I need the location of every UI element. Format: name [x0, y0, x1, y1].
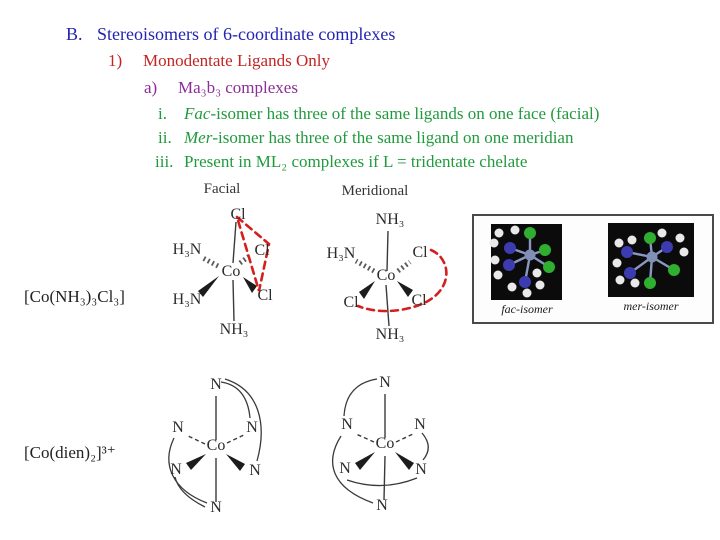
- bond-axial-bottom: [232, 279, 235, 322]
- wedge-bond-lower-right: [397, 281, 413, 297]
- atom-label-n-top: N: [210, 376, 222, 393]
- atom-label-n-lower-right: N: [415, 461, 427, 478]
- mer-isomer-model-image: [608, 223, 694, 297]
- atom-label-cl-lower-right: Cl: [411, 292, 427, 309]
- dashed-bond-upper-right: [226, 433, 247, 444]
- red-dashed-meridian-curve: [356, 248, 448, 313]
- atom-label-nh3-bottom: NH₃: [376, 326, 405, 343]
- wedge-bond-lower-left: [198, 276, 219, 297]
- atom-label-n-bottom: N: [376, 497, 388, 514]
- chelate-arc-right: [421, 432, 429, 461]
- list-marker: iii.: [155, 152, 174, 171]
- outline-text-rest: Present in ML₂ complexes if L = tridenta…: [184, 152, 528, 171]
- chelate-arc-top-to-left: [343, 378, 378, 417]
- outline-text: Mer-isomer has three of the same ligand …: [184, 128, 573, 148]
- mer-dien-structure-diagram: N N N Co N N N: [332, 374, 429, 514]
- outline-line-a: a) Ma₃b₃ complexes: [144, 78, 298, 98]
- hash-bond-upper-left: [199, 254, 220, 269]
- bond-axial-top: [386, 230, 389, 272]
- atom-label-n-upper-right: N: [246, 419, 258, 436]
- chelate-arc-left-short: [174, 476, 206, 508]
- outline-text: Monodentate Ligands Only: [143, 51, 330, 70]
- atom-label-nh3-upper-left: H₃N: [173, 241, 202, 258]
- wedge-bond-lower-right: [226, 454, 245, 471]
- fac-dien-structure-diagram: N N N Co N N N: [168, 376, 262, 516]
- dashed-bond-upper-right: [395, 433, 414, 443]
- diagram-title: Facial: [204, 181, 241, 197]
- italic-term: Fac: [184, 104, 211, 123]
- bond-axial-bottom: [385, 284, 390, 327]
- atom-label-n-top: N: [379, 374, 391, 391]
- atom-label-nh3-top: NH₃: [376, 211, 405, 228]
- atom-label-cl-right: Cl: [254, 242, 270, 259]
- chelate-arc-left-long: [168, 437, 208, 504]
- diagram-title: Meridional: [342, 183, 409, 199]
- italic-term: Mer: [184, 128, 213, 147]
- outline-text: Stereoisomers of 6-coordinate complexes: [97, 24, 396, 44]
- bond-axial-bottom: [383, 455, 386, 501]
- list-marker: i.: [158, 104, 167, 123]
- outline-text: Fac-isomer has three of the same ligands…: [184, 104, 599, 124]
- atom-label-nh3-bottom: NH₃: [220, 321, 249, 338]
- atom-label-n-lower-left: N: [170, 461, 182, 478]
- list-marker: 1): [108, 51, 123, 70]
- atom-label-n-lower-right: N: [249, 462, 261, 479]
- outline-line-i: i. Fac-isomer has three of the same liga…: [158, 104, 599, 124]
- wedge-bond-lower-right: [395, 452, 414, 470]
- wedge-bond-lower-left: [359, 281, 375, 299]
- facial-structure-diagram: Facial Cl H₃N Cl Co H₃N Cl NH₃: [173, 181, 273, 338]
- chelate-arc-left-long: [332, 435, 374, 504]
- fac-isomer-model-image: [489, 224, 562, 300]
- atom-label-n-upper-right: N: [414, 416, 426, 433]
- list-marker: a): [144, 78, 158, 97]
- formula-co-dien: [Co(dien)₂]³⁺: [24, 443, 116, 462]
- formula-co-ammine-chloride: [Co(NH₃)₃Cl₃]: [24, 287, 125, 306]
- red-dashed-face-triangle: [234, 213, 271, 292]
- outline-text: Ma₃b₃ complexes: [178, 78, 298, 97]
- atom-label-nh3-lower-left: H₃N: [173, 291, 202, 308]
- atom-label-n-upper-left: N: [341, 416, 353, 433]
- wedge-bond-lower-left: [186, 454, 206, 470]
- wedge-bond-lower-right: [243, 277, 257, 293]
- outline-line-1: 1) Monodentate Ligands Only: [108, 51, 330, 71]
- atom-label-cobalt: Co: [222, 263, 241, 280]
- atom-label-cl-upper-right: Cl: [412, 244, 428, 261]
- isomer-photo-panel: fac-isomer mer-isomer: [472, 214, 714, 324]
- hash-bond-upper-left: [354, 258, 376, 274]
- chelate-arc-right-long: [224, 378, 262, 462]
- atom-label-cl-lower-left: Cl: [343, 294, 359, 311]
- atom-label-cobalt: Co: [207, 437, 226, 454]
- atom-label-cl-top: Cl: [230, 206, 246, 223]
- hash-bond-upper-right: [396, 260, 412, 273]
- outline-line-iii: iii. Present in ML₂ complexes if L = tri…: [155, 152, 527, 172]
- dashed-bond-upper-left: [355, 433, 375, 443]
- mer-isomer-model-drawing: [612, 228, 689, 289]
- outline-line-ii: ii. Mer-isomer has three of the same lig…: [158, 128, 573, 148]
- atom-label-nh3-upper-left: H₃N: [327, 245, 356, 262]
- atom-label-cl-lower-right: Cl: [257, 287, 273, 304]
- outline-line-b: B. Stereoisomers of 6-coordinate complex…: [66, 24, 395, 45]
- dashed-bond-upper-left: [185, 434, 206, 445]
- atom-label-n-upper-left: N: [172, 419, 184, 436]
- outline-text-rest: -isomer has three of the same ligand on …: [212, 128, 574, 147]
- outline-text: Present in ML₂ complexes if L = tridenta…: [184, 152, 527, 172]
- fac-isomer-model-drawing: [489, 225, 555, 298]
- fac-isomer-caption: fac-isomer: [501, 302, 553, 316]
- outline-text-rest: -isomer has three of the same ligands on…: [210, 104, 600, 123]
- bond-axial-top: [232, 221, 237, 264]
- atom-label-cobalt: Co: [377, 267, 396, 284]
- list-marker: B.: [66, 24, 83, 44]
- wedge-bond-lower-left: [355, 452, 375, 470]
- list-marker: ii.: [158, 128, 172, 147]
- atom-label-n-lower-left: N: [339, 460, 351, 477]
- atom-label-n-bottom: N: [210, 499, 222, 516]
- meridional-structure-diagram: Meridional NH₃ H₃N Cl Co Cl Cl NH₃: [327, 183, 448, 343]
- chelate-arc-top-to-right: [220, 381, 251, 419]
- atom-label-cobalt: Co: [376, 435, 395, 452]
- mer-isomer-caption: mer-isomer: [623, 299, 679, 313]
- chelate-arc-bottom: [346, 477, 418, 487]
